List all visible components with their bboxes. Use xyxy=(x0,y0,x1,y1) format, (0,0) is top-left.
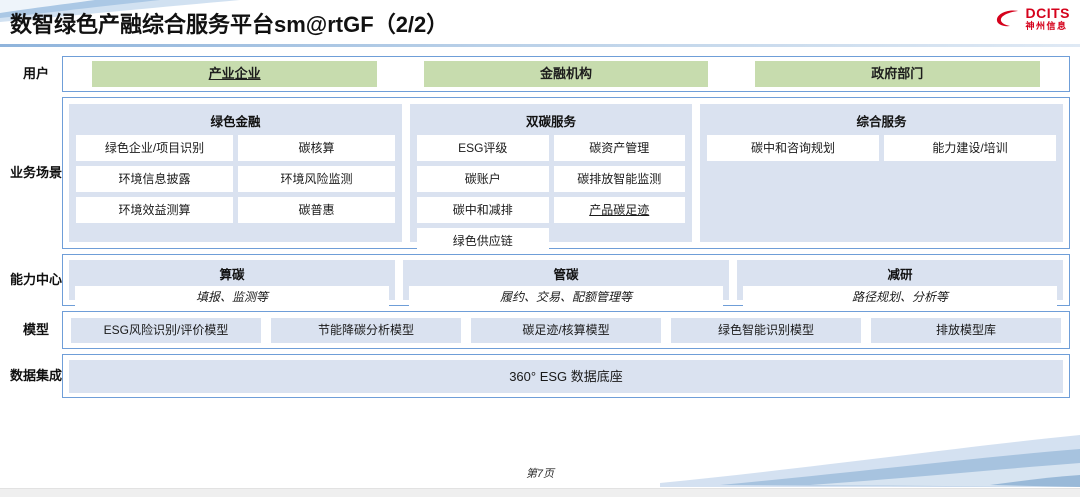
scenario-cell[interactable]: 碳排放智能监测 xyxy=(553,166,685,192)
row-label-user: 用户 xyxy=(22,65,49,81)
page-title: 数智绿色产融综合服务平台sm@rtGF（2/2） xyxy=(10,12,449,37)
scenario-cell[interactable]: 环境风险监测 xyxy=(238,166,395,192)
panel-comprehensive-service: 综合服务 碳中和咨询规划 能力建设/培训 xyxy=(700,104,1063,242)
panel-title-green-finance: 绿色金融 xyxy=(210,115,261,129)
logo-en-text: DCITS xyxy=(1025,5,1070,21)
row-body-capability-center: 算碳 填报、监测等 管碳 履约、交易、配额管理等 减研 路径规划、分析等 xyxy=(62,254,1070,308)
capability-subtitle[interactable]: 履约、交易、配额管理等 xyxy=(409,286,723,308)
panel-title-dual-carbon: 双碳服务 xyxy=(525,115,576,129)
capability-title: 减研 xyxy=(887,268,913,282)
capability-subtitle[interactable]: 路径规划、分析等 xyxy=(743,286,1057,308)
capability-subtitle[interactable]: 填报、监测等 xyxy=(75,286,389,308)
model-box[interactable]: 节能降碳分析模型 xyxy=(271,317,461,343)
panel-grid-dual-carbon: ESG评级 碳资产管理 碳账户 碳排放智能监测 碳中和减排 产品碳足迹 绿色供应… xyxy=(417,135,685,254)
row-body-business-scenario: 绿色金融 绿色企业/项目识别 碳核算 环境信息披露 环境风险监测 环境效益测算 … xyxy=(62,97,1070,254)
capability-panel-compute-carbon: 算碳 填报、监测等 xyxy=(69,260,395,308)
capability-panel-manage-carbon: 管碳 履约、交易、配额管理等 xyxy=(403,260,729,308)
bottom-edge xyxy=(0,488,1080,497)
row-body-model: ESG风险识别/评价模型 节能降碳分析模型 碳足迹/核算模型 绿色智能识别模型 … xyxy=(62,311,1070,349)
user-box-government[interactable]: 政府部门 xyxy=(754,61,1040,87)
scenario-cell[interactable]: 环境效益测算 xyxy=(76,197,233,223)
row-capability-center: 能力中心 算碳 填报、监测等 管碳 履约、交易、配额管理等 减研 路径规划、分析… xyxy=(10,254,1070,308)
data-base-box[interactable]: 360° ESG 数据底座 xyxy=(69,359,1063,393)
panel-title-comprehensive-service: 综合服务 xyxy=(856,115,907,129)
logo-cn-text: 神州信息 xyxy=(1025,21,1068,31)
row-body-data-integration: 360° ESG 数据底座 xyxy=(62,354,1070,398)
row-user: 用户 产业企业 金融机构 政府部门 xyxy=(10,56,1070,92)
row-label-model: 模型 xyxy=(22,321,49,337)
user-box-industry[interactable]: 产业企业 xyxy=(92,61,378,87)
scenario-cell[interactable]: 碳中和减排 xyxy=(417,197,549,223)
user-box-finance[interactable]: 金融机构 xyxy=(423,61,709,87)
logo-text: DCITS 神州信息 xyxy=(1026,6,1071,31)
scenario-cell[interactable]: 环境信息披露 xyxy=(76,166,233,192)
panel-grid-comprehensive-service: 碳中和咨询规划 能力建设/培训 xyxy=(707,135,1056,161)
row-business-scenario: 业务场景 绿色金融 绿色企业/项目识别 碳核算 环境信息披露 环境风险监测 环境… xyxy=(10,97,1070,254)
user-slot: 金融机构 xyxy=(400,61,731,87)
scenario-cell[interactable]: 产品碳足迹 xyxy=(553,197,685,223)
panel-grid-green-finance: 绿色企业/项目识别 碳核算 环境信息披露 环境风险监测 环境效益测算 碳普惠 xyxy=(76,135,395,223)
scenario-cell[interactable]: 能力建设/培训 xyxy=(884,135,1056,161)
slide-header: 数智绿色产融综合服务平台sm@rtGF（2/2） DCITS 神州信息 xyxy=(0,0,1080,44)
architecture-board: 用户 产业企业 金融机构 政府部门 业务场景 绿色金融 绿色企业/项目识别 碳核… xyxy=(10,56,1070,403)
row-data-integration: 数据集成 360° ESG 数据底座 xyxy=(10,354,1070,398)
row-model: 模型 ESG风险识别/评价模型 节能降碳分析模型 碳足迹/核算模型 绿色智能识别… xyxy=(10,311,1070,349)
scenario-cell[interactable]: ESG评级 xyxy=(417,135,549,161)
capability-panel-reduce-research: 减研 路径规划、分析等 xyxy=(737,260,1063,308)
panel-dual-carbon: 双碳服务 ESG评级 碳资产管理 碳账户 碳排放智能监测 碳中和减排 产品碳足迹… xyxy=(410,104,692,254)
model-box[interactable]: 绿色智能识别模型 xyxy=(671,317,861,343)
brand-logo: DCITS 神州信息 xyxy=(995,6,1071,31)
scenario-cell[interactable]: 绿色企业/项目识别 xyxy=(76,135,233,161)
model-box[interactable]: 排放模型库 xyxy=(871,317,1061,343)
scenario-cell[interactable]: 绿色供应链 xyxy=(417,228,549,254)
user-slot: 产业企业 xyxy=(69,61,400,87)
swoosh-logo-icon xyxy=(995,8,1021,30)
scenario-cell[interactable]: 碳中和咨询规划 xyxy=(707,135,879,161)
row-label-data-integration: 数据集成 xyxy=(10,367,63,383)
capability-title: 管碳 xyxy=(553,268,579,282)
capability-title: 算碳 xyxy=(219,268,245,282)
row-body-user: 产业企业 金融机构 政府部门 xyxy=(62,56,1070,92)
scenario-cell[interactable]: 碳普惠 xyxy=(238,197,395,223)
title-divider xyxy=(0,44,1080,47)
model-box[interactable]: ESG风险识别/评价模型 xyxy=(71,317,261,343)
panel-green-finance: 绿色金融 绿色企业/项目识别 碳核算 环境信息披露 环境风险监测 环境效益测算 … xyxy=(69,104,402,242)
scenario-cell[interactable]: 碳资产管理 xyxy=(553,135,685,161)
row-label-business-scenario: 业务场景 xyxy=(10,164,63,180)
model-box[interactable]: 碳足迹/核算模型 xyxy=(471,317,661,343)
scenario-cell[interactable]: 碳核算 xyxy=(238,135,395,161)
page-number: 第7页 xyxy=(525,468,555,480)
scenario-cell[interactable]: 碳账户 xyxy=(417,166,549,192)
row-label-capability-center: 能力中心 xyxy=(10,271,63,287)
user-slot: 政府部门 xyxy=(732,61,1063,87)
